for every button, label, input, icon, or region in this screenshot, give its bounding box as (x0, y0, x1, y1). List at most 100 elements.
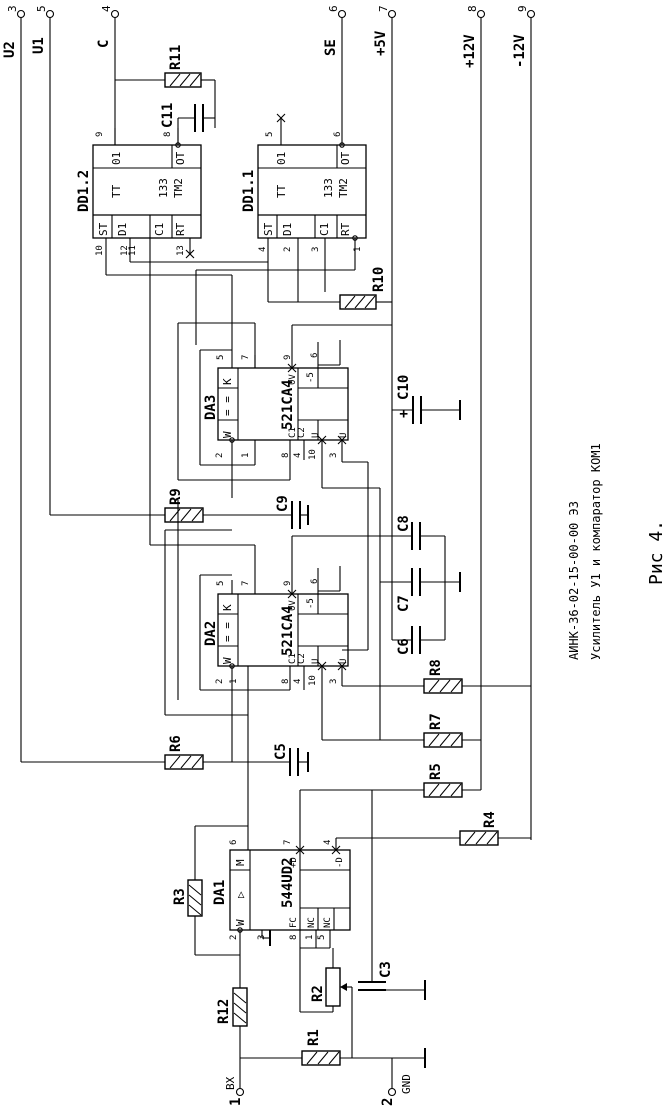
svg-text:D1: D1 (116, 223, 129, 236)
svg-text:OT: OT (339, 151, 352, 165)
svg-text:+: + (396, 410, 412, 418)
resistor-r6: R6 (21, 735, 290, 770)
svg-text:11: 11 (128, 245, 138, 256)
svg-text:521CA4: 521CA4 (280, 379, 296, 430)
svg-text:8: 8 (163, 132, 173, 137)
svg-text:521CA4: 521CA4 (280, 605, 296, 656)
svg-text:TM2: TM2 (172, 178, 185, 198)
svg-text:8: 8 (466, 5, 479, 12)
svg-text:9: 9 (95, 132, 105, 137)
svg-text:TM2: TM2 (337, 178, 350, 198)
resistor-r3: R3 (172, 879, 203, 917)
svg-text:C10: C10 (396, 375, 412, 400)
svg-text:= =: = = (221, 396, 234, 416)
svg-text:W: W (221, 657, 234, 664)
svg-text:10: 10 (308, 675, 318, 686)
capacitor-c3: C3 (358, 790, 426, 1000)
svg-text:R1: R1 (306, 1029, 322, 1046)
resistor-r4: R4 (335, 811, 531, 850)
svg-text:R12: R12 (216, 999, 232, 1024)
svg-text:DA1: DA1 (212, 880, 228, 905)
svg-text:W: W (234, 919, 247, 926)
resistor-r10: R10 (339, 267, 392, 310)
svg-text:C: C (96, 40, 112, 48)
svg-text:10: 10 (308, 449, 318, 460)
svg-text:U: U (339, 659, 349, 664)
svg-text:C1: C1 (318, 223, 331, 236)
svg-text:4: 4 (293, 679, 303, 684)
svg-text:R8: R8 (428, 659, 444, 676)
svg-text:ST: ST (262, 222, 275, 236)
svg-text:4: 4 (100, 5, 113, 12)
svg-text:8: 8 (289, 935, 299, 940)
svg-text:C1: C1 (288, 653, 298, 664)
svg-text:OT: OT (174, 151, 187, 165)
terminal-c: C 4 (96, 5, 120, 145)
svg-text:2: 2 (215, 679, 225, 684)
svg-text:4: 4 (323, 840, 333, 845)
svg-text:SE: SE (323, 39, 339, 56)
svg-text:C6: C6 (396, 638, 412, 655)
svg-text:K: K (221, 604, 234, 611)
svg-text:C5: C5 (273, 743, 289, 760)
svg-text:1: 1 (353, 247, 363, 252)
capacitor-c9: C9 (275, 495, 309, 529)
terminal-se: SE 6 (323, 5, 347, 145)
svg-text:9: 9 (283, 581, 293, 586)
svg-text:3: 3 (329, 679, 339, 684)
svg-text:1: 1 (305, 935, 315, 940)
svg-text:7: 7 (377, 5, 390, 12)
svg-text:ST: ST (97, 222, 110, 236)
comparator-wiring (150, 462, 381, 740)
svg-text:U: U (339, 433, 349, 438)
svg-text:GND: GND (400, 1074, 413, 1094)
svg-text:2: 2 (380, 1098, 396, 1106)
svg-text:DD1.2: DD1.2 (76, 170, 92, 212)
chip-dd1-1: 01 OT TT 133 TM2 ST D1 C1 RT DD1.1 5 6 4… (241, 113, 367, 302)
svg-text:0V: 0V (288, 600, 298, 611)
svg-text:4: 4 (293, 453, 303, 458)
svg-text:K: K (221, 378, 234, 385)
svg-text:544UD2: 544UD2 (280, 857, 296, 908)
svg-text:RT: RT (174, 222, 187, 236)
svg-text:0V: 0V (288, 374, 298, 385)
svg-text:-5: -5 (306, 598, 316, 609)
svg-text:C11: C11 (160, 103, 176, 128)
resistor-r7: R7 (322, 713, 481, 748)
svg-text:C1: C1 (153, 223, 166, 236)
svg-text:3: 3 (6, 5, 19, 12)
svg-text:R3: R3 (172, 888, 188, 905)
svg-text:R4: R4 (482, 811, 498, 828)
resistor-r2: R2 (300, 948, 353, 1058)
terminal-u2: U2 3 (2, 5, 26, 762)
svg-text:-12V: -12V (512, 34, 528, 68)
terminal-input: BX 1 (224, 1058, 245, 1106)
svg-text:C7: C7 (396, 595, 412, 612)
svg-text:U2: U2 (2, 41, 18, 58)
ff-wiring (106, 261, 355, 481)
svg-text:FC: FC (289, 917, 299, 928)
svg-text:= =: = = (221, 622, 234, 642)
resistor-r8: R8 (342, 659, 531, 694)
svg-text:R9: R9 (168, 488, 184, 505)
svg-text:12: 12 (120, 245, 130, 256)
svg-text:NC: NC (323, 917, 333, 928)
svg-text:9: 9 (516, 5, 529, 12)
svg-text:D1: D1 (281, 223, 294, 236)
svg-text:1: 1 (228, 1098, 244, 1106)
chip-da2: K W = = 0V -5 C1 C2 U U 521CA4 DA2 5 7 9… (199, 536, 349, 762)
svg-text:6: 6 (310, 353, 320, 358)
svg-text:R10: R10 (371, 267, 387, 292)
svg-text:2: 2 (283, 247, 293, 252)
resistor-r9: R9 (50, 488, 292, 523)
svg-text:RT: RT (339, 222, 352, 236)
terminal-plus5v: +5V 7 (373, 5, 397, 640)
svg-text:+D: +D (289, 857, 299, 868)
svg-text:R2: R2 (310, 985, 326, 1002)
svg-text:R11: R11 (168, 45, 184, 70)
svg-text:13: 13 (176, 245, 186, 256)
svg-text:+5V: +5V (373, 30, 389, 56)
figure-caption: Рис 4. (646, 520, 667, 585)
svg-text:▷: ▷ (234, 891, 247, 898)
